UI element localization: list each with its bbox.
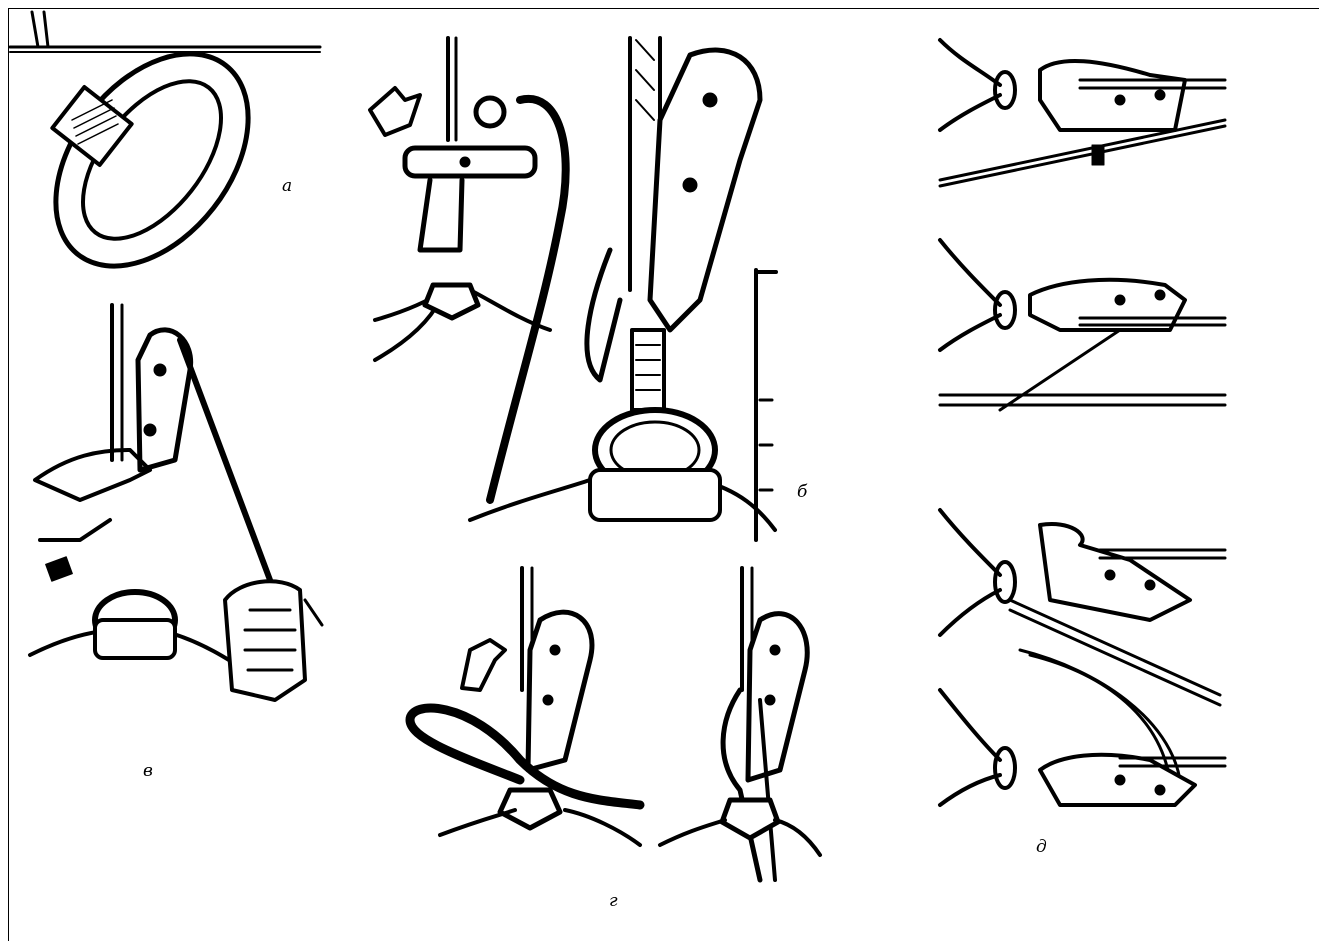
label-d: д — [1036, 839, 1047, 856]
panel-v-ascender-use — [30, 305, 322, 700]
label-v: в — [143, 763, 153, 780]
panel-g-threading — [410, 568, 820, 880]
label-a: а — [282, 178, 292, 195]
panel-a-carabiner — [10, 12, 320, 303]
label-b: б — [797, 484, 807, 501]
label-g: г — [609, 893, 618, 910]
panel-d-variants — [940, 40, 1225, 805]
panel-b-ascender — [370, 38, 776, 540]
